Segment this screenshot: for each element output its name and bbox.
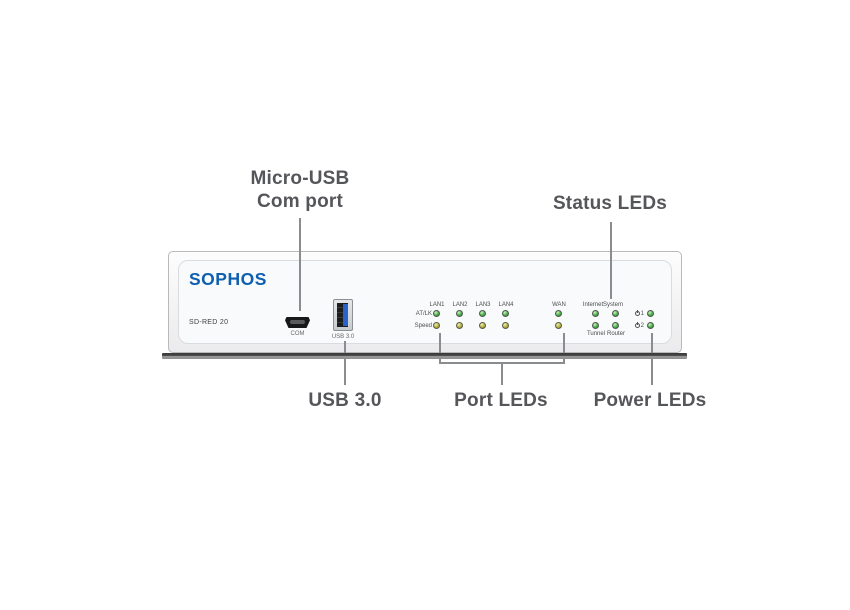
led-system (612, 310, 619, 317)
callout-micro-usb-line2: Com port (256, 191, 344, 212)
power-icon (634, 310, 640, 316)
sophos-logo: SOPHOS (189, 269, 267, 289)
label-lan3: LAN3 (475, 302, 491, 308)
callout-status-leds: Status LEDs (552, 193, 668, 214)
led-router (612, 322, 619, 329)
callout-line-power-leds (651, 333, 653, 385)
led-lan1-speed (433, 322, 440, 329)
callout-line-port-leds-right (563, 333, 565, 364)
usb3-port-blue-tab (343, 304, 348, 326)
led-lan4-speed (502, 322, 509, 329)
callout-port-leds: Port LEDs (454, 390, 548, 411)
led-lan2-speed (456, 322, 463, 329)
callout-line-port-leds-center (501, 363, 503, 385)
label-lan4: LAN4 (498, 302, 514, 308)
callout-micro-usb-line1: Micro-USB (250, 168, 350, 189)
callout-micro-usb-com-port: Micro-USB Com port (220, 167, 380, 213)
usb3-port-label: USB 3.0 (331, 334, 355, 340)
led-internet (592, 310, 599, 317)
label-lan2: LAN2 (452, 302, 468, 308)
led-lan1-atlk (433, 310, 440, 317)
power-1-digit: 1 (640, 311, 644, 317)
callout-line-micro-usb (299, 218, 301, 311)
led-lan3-speed (479, 322, 486, 329)
callout-usb3: USB 3.0 (308, 390, 382, 411)
led-wan-speed (555, 322, 562, 329)
callout-line-port-leds-left (439, 333, 441, 364)
led-tunnel (592, 322, 599, 329)
power-2-digit: 2 (640, 323, 644, 329)
label-row-atlk: AT/LK (415, 311, 432, 317)
led-power-1 (647, 310, 654, 317)
label-lan1: LAN1 (429, 302, 445, 308)
callout-power-leds: Power LEDs (593, 390, 707, 411)
power-icon (634, 322, 640, 328)
label-system: System (602, 302, 623, 308)
micro-usb-com-port (285, 317, 310, 328)
led-lan2-atlk (456, 310, 463, 317)
device-model-label: SD-RED 20 (189, 319, 229, 326)
usb3-port-inner (337, 303, 348, 327)
device-front-panel (178, 260, 672, 344)
led-wan-atlk (555, 310, 562, 317)
callout-line-status-leds (610, 222, 612, 299)
device-base-bar (162, 353, 687, 359)
label-wan: WAN (552, 302, 566, 308)
callout-line-usb3 (344, 341, 346, 385)
label-row-speed: Speed (414, 323, 432, 329)
usb3-port (333, 299, 353, 331)
label-internet: Internet (582, 302, 604, 308)
label-router: Router (606, 331, 625, 337)
led-power-2 (647, 322, 654, 329)
com-port-label: COM (290, 331, 305, 337)
label-power-1: 1 (628, 310, 644, 318)
label-power-2: 2 (628, 322, 644, 330)
led-lan4-atlk (502, 310, 509, 317)
led-lan3-atlk (479, 310, 486, 317)
label-tunnel: Tunnel (586, 331, 606, 337)
